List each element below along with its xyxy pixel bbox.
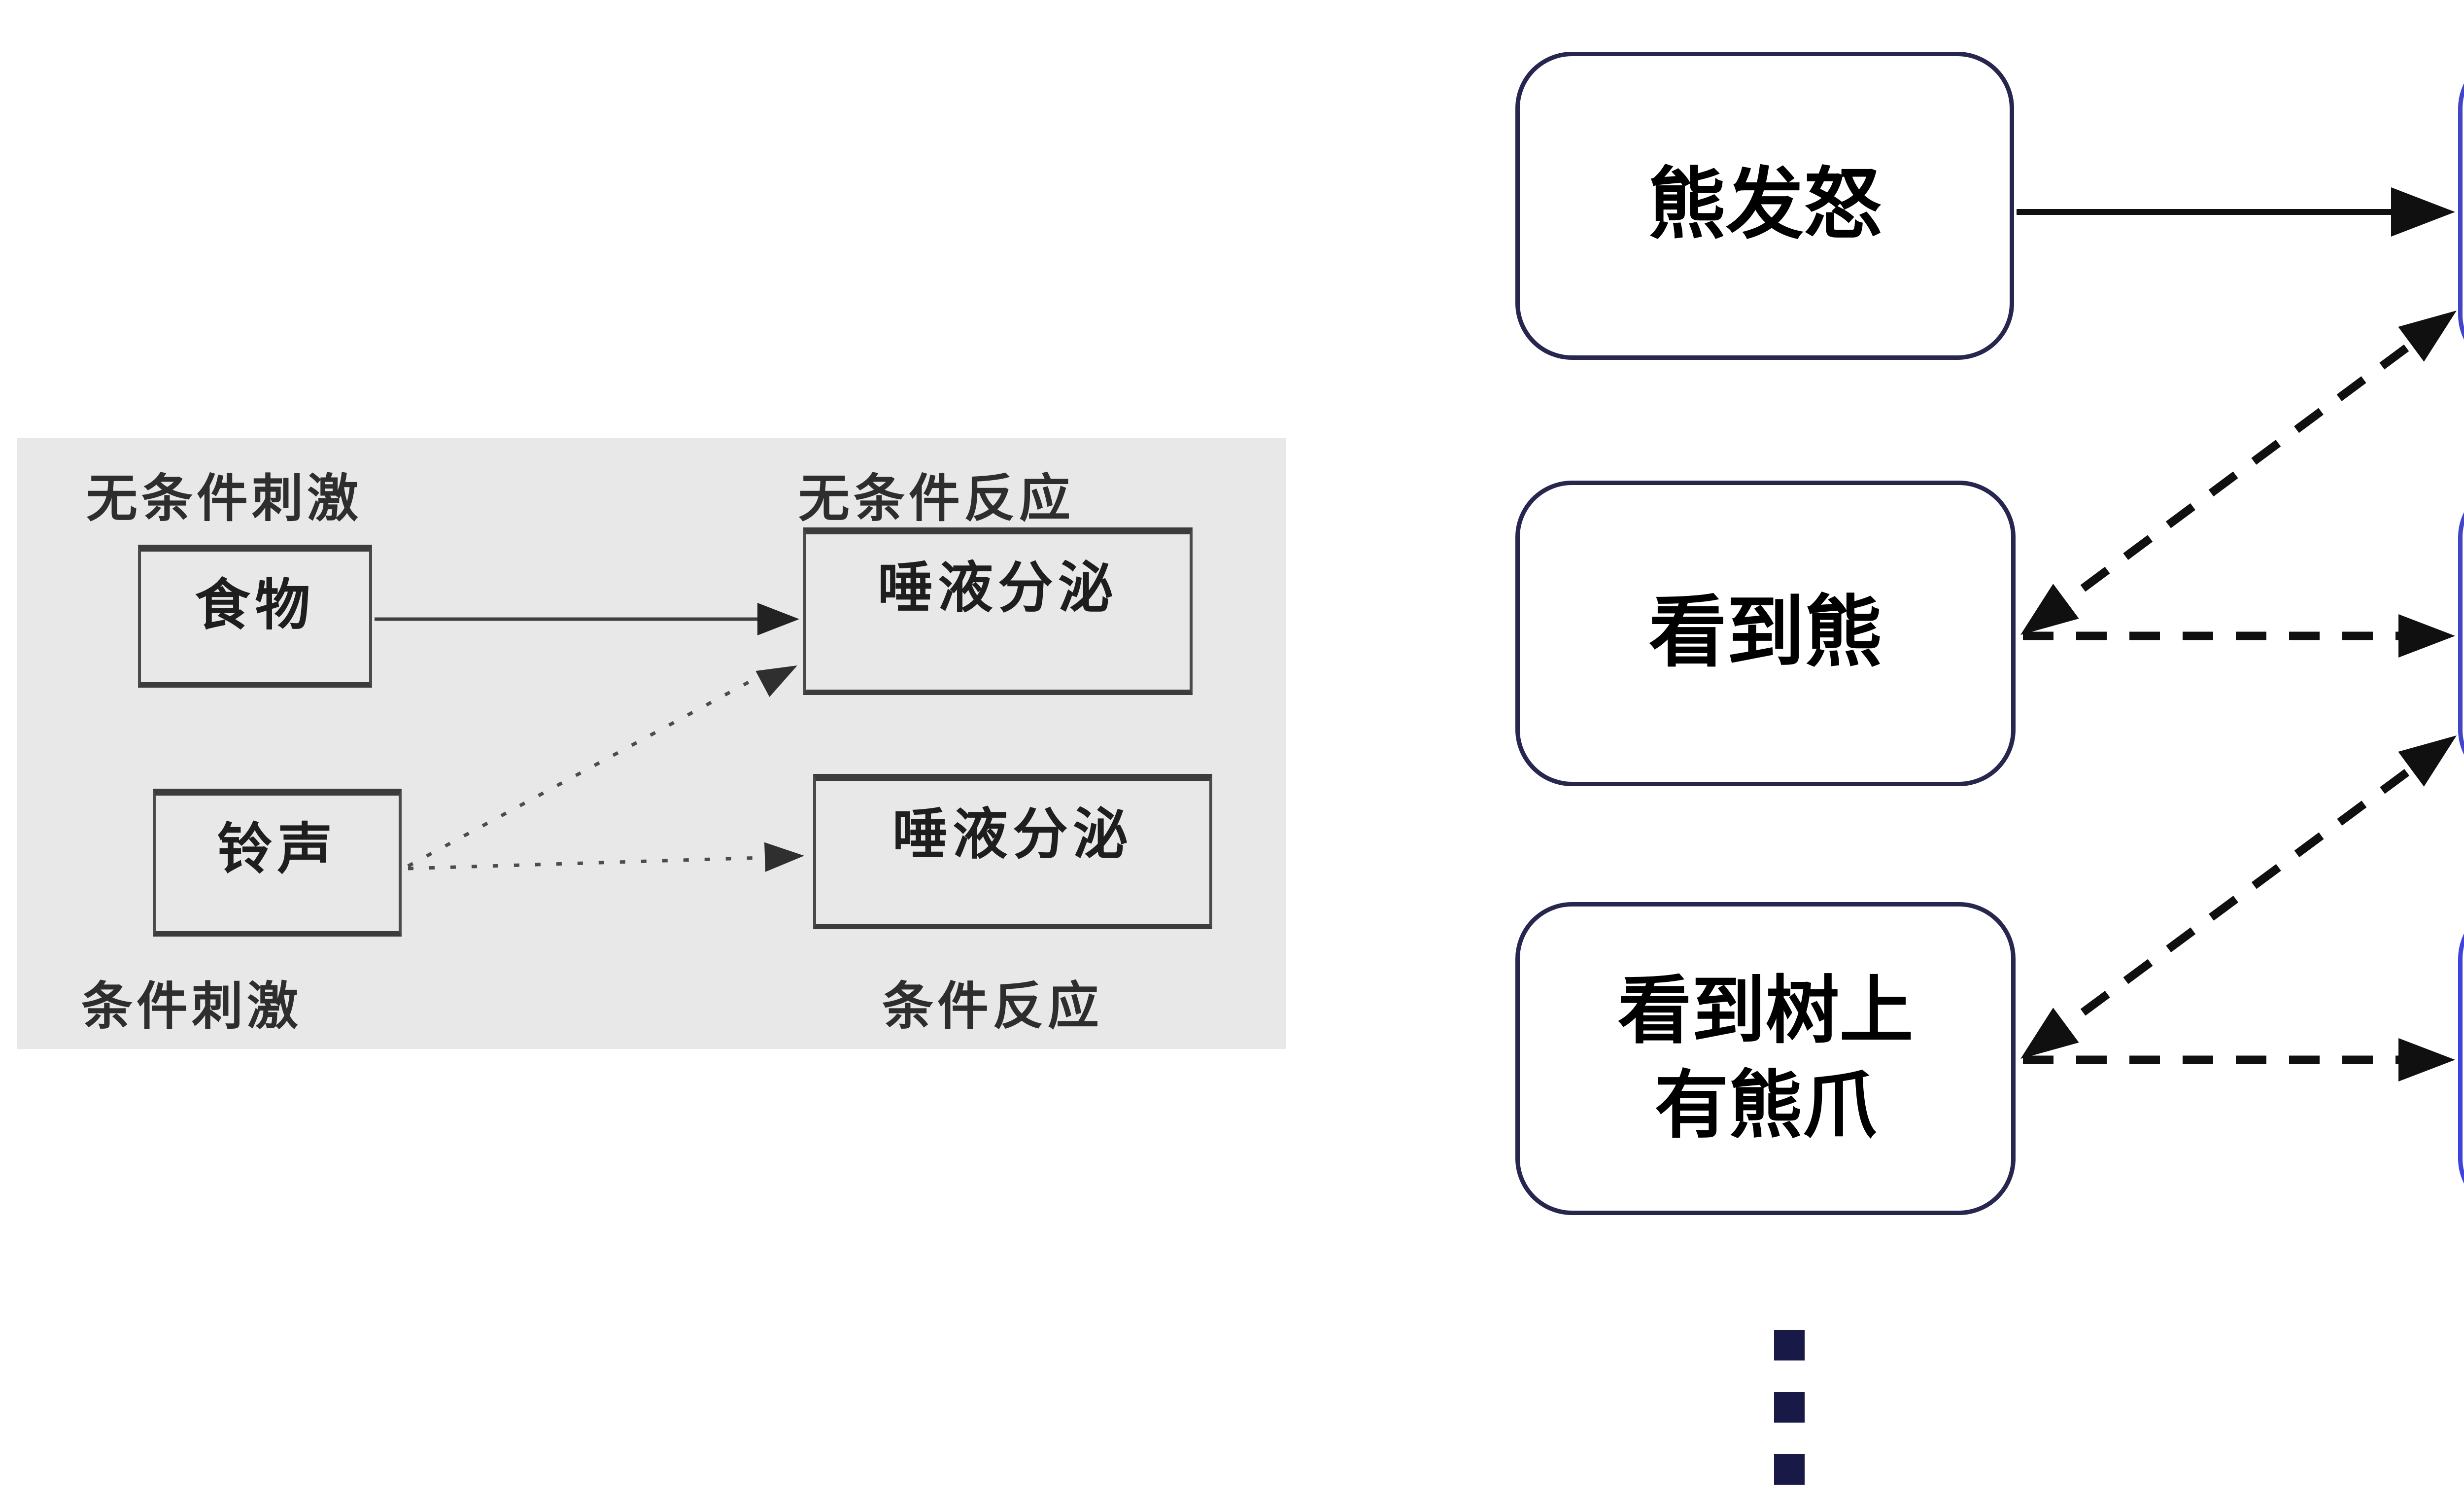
label-unconditioned-stimulus: 无条件刺激 bbox=[86, 470, 363, 527]
edge-see-bear-reward-dashed bbox=[2020, 311, 2457, 635]
edge-see-bear-to-value-next bbox=[2023, 614, 2455, 658]
arrow-food-to-salivation bbox=[375, 603, 799, 635]
ellipsis-left bbox=[1774, 1330, 1805, 1485]
node-bear-angry: 熊发怒 bbox=[1515, 52, 2014, 360]
box-bell: 铃声 bbox=[153, 789, 402, 937]
edge-bear-angry-to-reward bbox=[2017, 187, 2455, 237]
node-see-bear: 看到熊 bbox=[1515, 481, 2016, 786]
box-salivation-conditioned: 唾液分泌 bbox=[813, 774, 1212, 929]
node-see-bear-claw: 看到树上 有熊爪 bbox=[1515, 902, 2016, 1215]
edge-see-claw-to-value-state bbox=[2023, 1038, 2455, 1081]
box-food: 食物 bbox=[138, 545, 372, 688]
arrow-bell-to-salivation-upper bbox=[407, 665, 797, 868]
label-conditioned-stimulus: 条件刺激 bbox=[81, 978, 303, 1035]
arrow-bell-to-salivation-lower bbox=[408, 842, 804, 872]
box-salivation-unconditioned: 唾液分泌 bbox=[803, 527, 1193, 695]
edge-see-claw-value-next-dashed bbox=[2020, 735, 2457, 1059]
pavlov-panel: 无条件刺激 无条件反应 食物 唾液分泌 铃声 唾液分泌 条件刺激 条件反应 bbox=[17, 438, 1286, 1049]
label-unconditioned-response: 无条件反应 bbox=[798, 470, 1075, 527]
label-conditioned-response: 条件反应 bbox=[882, 978, 1103, 1035]
